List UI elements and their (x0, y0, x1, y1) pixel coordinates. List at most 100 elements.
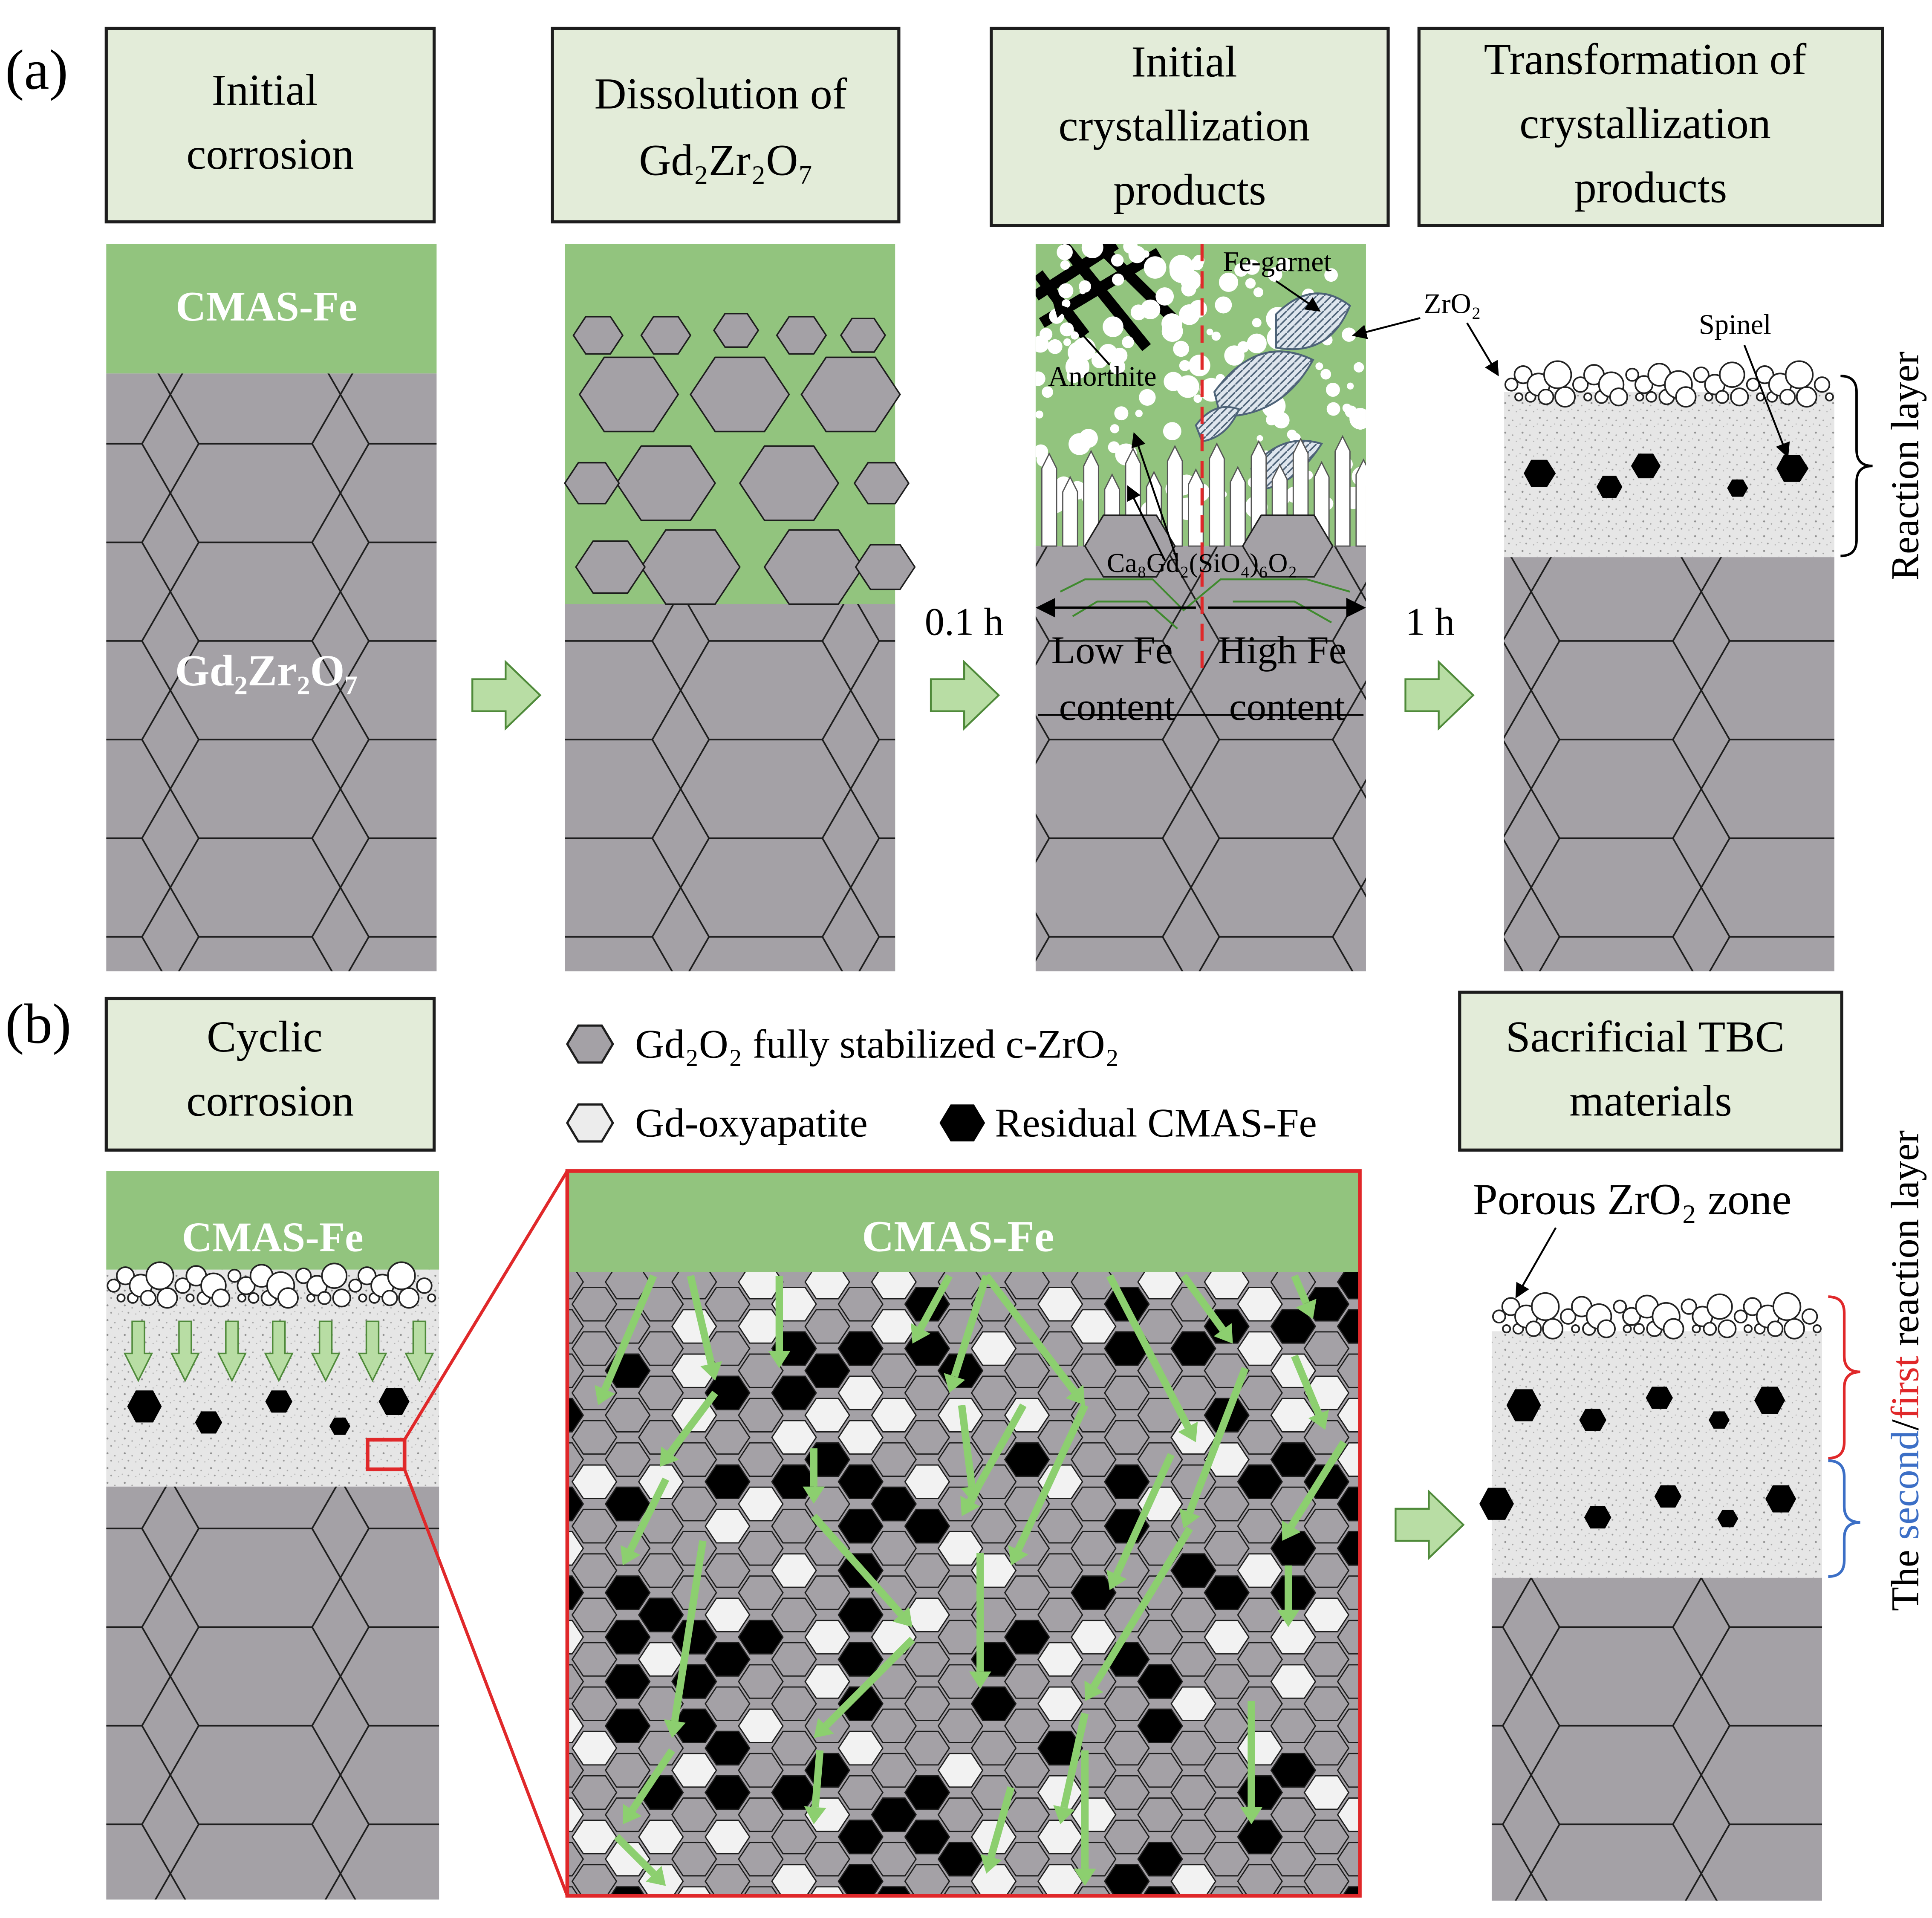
zoom-grain (1303, 1597, 1350, 1632)
melt-bubble (1057, 244, 1073, 260)
legend: Gd₂O₂ fully stabilized c-ZrO₂ Gd-oxyapat… (566, 1021, 1317, 1145)
melt-bubble (1179, 304, 1200, 325)
zoom-grain (937, 1620, 984, 1655)
porous-zone-pointer (1515, 1227, 1557, 1299)
zoom-grain (1104, 1820, 1150, 1854)
svg-text:Initial corrosion: Initial corrosion (186, 65, 354, 179)
zro2-pore (321, 1262, 348, 1289)
legend-swatch-c-zro2 (566, 1024, 614, 1064)
zro2-pore (1572, 376, 1589, 393)
zro2-pore (1812, 1324, 1822, 1334)
melt-bubble (1161, 321, 1183, 342)
zro2-pointer-left (1352, 317, 1421, 339)
diffusion-arrow-head (595, 1385, 615, 1405)
diffusion-arrow-head (1282, 1520, 1301, 1541)
zoom-grain (1170, 1730, 1216, 1766)
dissolving-grain (640, 316, 692, 355)
substrate-lower (1504, 557, 1834, 971)
zro2-pore (1663, 1318, 1684, 1340)
zoom-grain (567, 1797, 584, 1832)
spinel-particles (1524, 454, 1809, 498)
zoom-grain (671, 1486, 717, 1522)
zoom-grain (871, 1797, 917, 1832)
zoom-grain (1237, 1864, 1283, 1896)
porous-zro2-top-b2 (1492, 1292, 1822, 1340)
zoom-grain (837, 1686, 884, 1721)
column-sacrificial-tbc: Porous ZrO₂ zone The second/first reacti… (1473, 1130, 1927, 1901)
diffusion-arrow-head (623, 1804, 642, 1825)
second-layer-brace (1828, 1459, 1860, 1578)
zoom-grain (837, 1331, 884, 1366)
zoom-grain (705, 1375, 751, 1410)
zoom-grain (1204, 1575, 1250, 1610)
diffusion-down-arrow (264, 1320, 294, 1382)
zoom-grain (970, 1375, 1017, 1410)
zoom-grain (937, 1708, 984, 1743)
layer-caption-second: second (1884, 1430, 1927, 1540)
zoom-grain (771, 1820, 817, 1854)
zro2-pore (416, 1277, 433, 1294)
zoom-grain (871, 1575, 917, 1610)
zro2-pore (1703, 1322, 1717, 1336)
panel-a-label: (a) (5, 38, 68, 101)
process-arrow-3 (1404, 659, 1475, 731)
zoom-grain (1104, 1464, 1150, 1499)
zoom-grain (1237, 1642, 1283, 1677)
melt-bubble (1247, 333, 1267, 353)
zro2-pore (358, 1293, 367, 1303)
zoom-grain (1342, 1886, 1360, 1896)
zoom-grain (771, 1420, 817, 1455)
zoom-grain (1104, 1775, 1150, 1810)
zro2-pore (1681, 1298, 1697, 1315)
cmas-fe-label: CMAS-Fe (182, 1214, 364, 1260)
zoom-grain (638, 1820, 684, 1854)
melt-bubble (1245, 278, 1256, 289)
zoom-grain (1337, 1620, 1360, 1655)
zoom-grain (743, 1886, 779, 1896)
melt-bubble (1108, 441, 1120, 454)
melt-bubble (1190, 257, 1204, 271)
zro2-pore (1718, 1319, 1737, 1338)
zoom-grain (1270, 1575, 1317, 1610)
zro2-pore (1796, 386, 1817, 408)
diffusion-arrow-head (1179, 1508, 1200, 1529)
zoom-grain (604, 1442, 651, 1477)
zro2-pore (295, 1268, 312, 1284)
layer-caption-slash: / (1884, 1419, 1927, 1430)
dissolving-grain (800, 356, 901, 433)
zoom-grain (1337, 1398, 1360, 1433)
diffusion-down-arrow (123, 1320, 153, 1382)
zoom-grain (1076, 1886, 1112, 1896)
zro2-pore (1743, 1297, 1762, 1316)
zoom-grain (1303, 1553, 1350, 1588)
reaction-layer (1504, 392, 1834, 557)
diffusion-arrow-shaft (951, 1274, 990, 1378)
zoom-region-marker (366, 1438, 407, 1471)
zro2-pore (1635, 392, 1644, 402)
melt-bubble (1326, 402, 1340, 416)
zro2-pore (1767, 1320, 1784, 1337)
melt-bubble (1193, 394, 1202, 403)
zoom-grain (738, 1797, 784, 1832)
diffusion-arrow-shaft (811, 1750, 824, 1808)
time-label-0-1h: 0.1 h (925, 600, 1004, 644)
diffusion-arrow-shaft (967, 1403, 1027, 1503)
zoom-grain (738, 1531, 784, 1566)
melt-bubble (1320, 369, 1331, 380)
zoom-grain (1237, 1464, 1283, 1499)
zro2-pore (237, 1293, 246, 1303)
zoom-grain (738, 1309, 784, 1344)
zoom-grain (671, 1797, 717, 1832)
zoom-grain (604, 1664, 651, 1699)
zoom-grain (1104, 1375, 1150, 1410)
zoom-grain (1170, 1686, 1216, 1721)
zro2-pore (1613, 1300, 1627, 1314)
zoom-grain (567, 1309, 584, 1344)
zoom-grain (738, 1664, 784, 1699)
diffusion-arrow-shaft (987, 1786, 1015, 1858)
melt-bubble (1079, 280, 1092, 293)
svg-text:High Fe content: High Fe content (1218, 629, 1356, 729)
zoom-grain (1303, 1864, 1350, 1896)
zoom-grain (871, 1309, 917, 1344)
